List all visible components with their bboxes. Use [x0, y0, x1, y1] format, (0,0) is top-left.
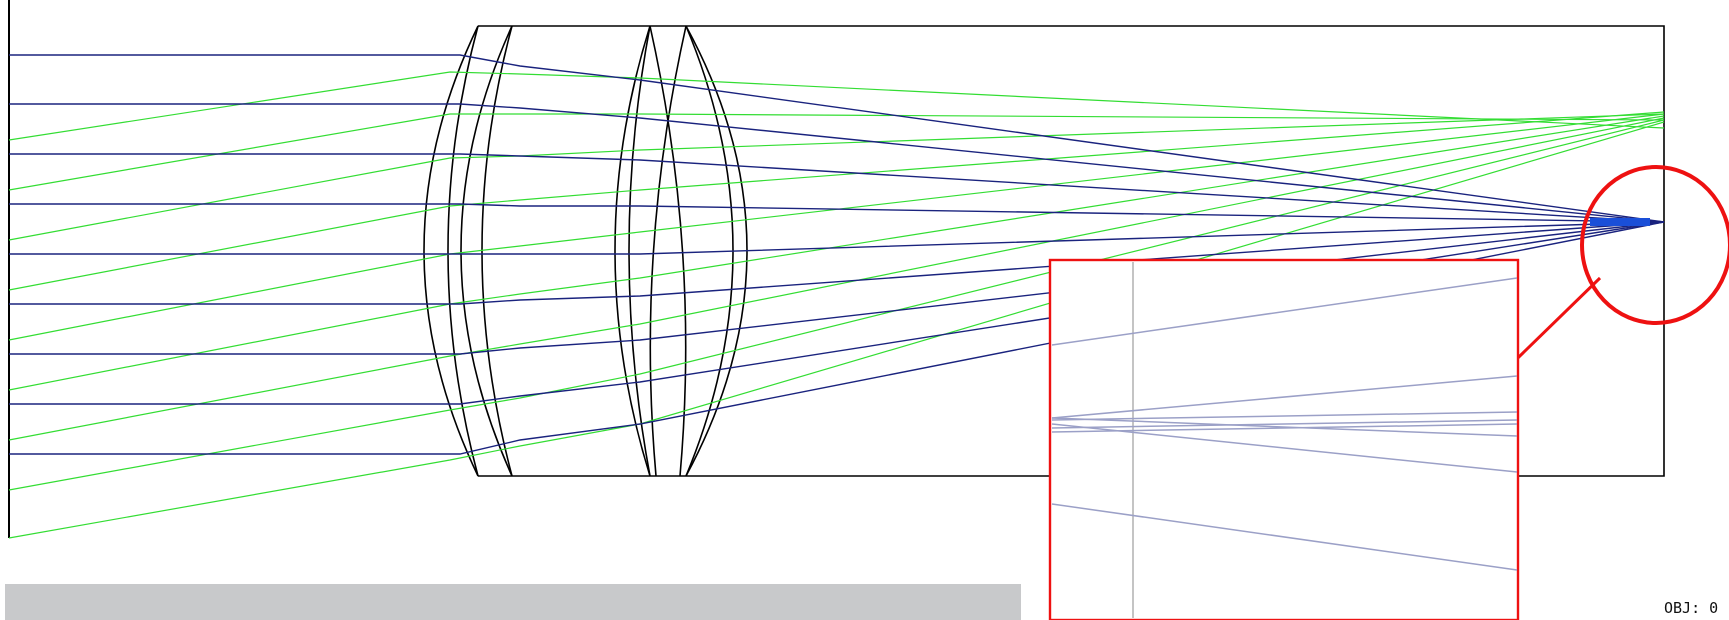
focus-callout-circle [1580, 165, 1729, 325]
lens-element-1 [423, 25, 513, 477]
zoom-inset-rays [1051, 277, 1518, 571]
zoom-inset-frame [1048, 258, 1520, 620]
zoom-inset [1048, 258, 1520, 620]
on-axis-ray-bundle [9, 54, 1665, 455]
focus-point-mark [1590, 218, 1650, 226]
object-number-label: OBJ: 0 [1664, 599, 1719, 617]
status-bar [5, 584, 1021, 620]
